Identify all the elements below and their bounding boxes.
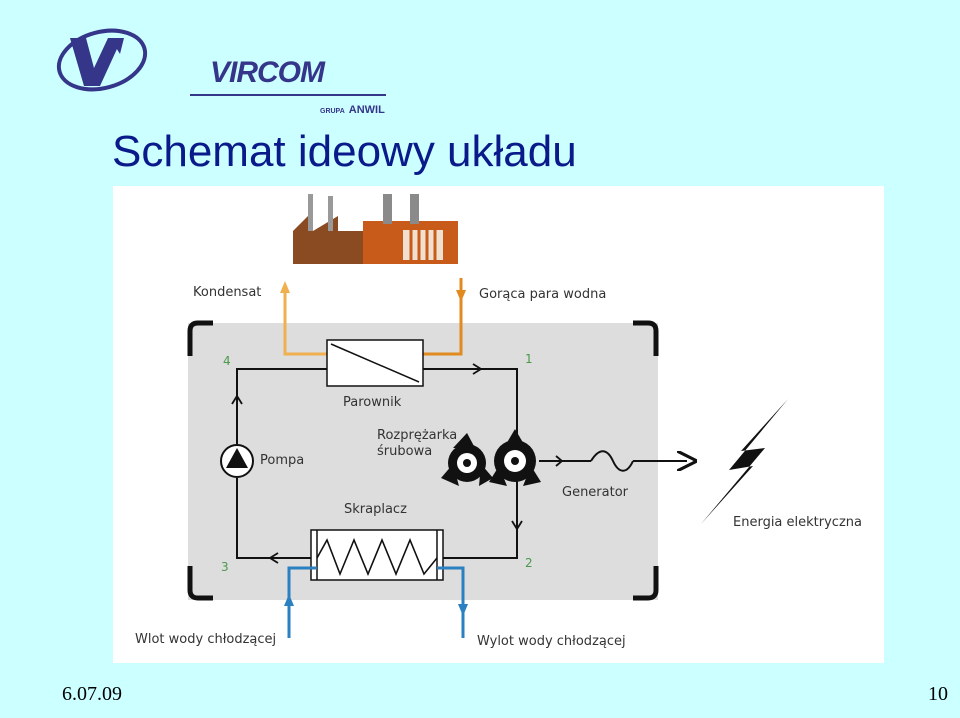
label-rozprezarka-line1: Rozprężarka (377, 428, 458, 443)
point-2: 2 (525, 556, 533, 570)
label-rozprezarka-line2: śrubowa (377, 444, 433, 459)
cooling-inlet-arrow (284, 594, 294, 606)
cooling-inlet-pipe (287, 566, 317, 638)
diagram-graphics (187, 194, 788, 638)
label-parownik: Parownik (343, 395, 402, 410)
label-kondensat: Kondensat (193, 285, 262, 300)
panel-brackets (187, 320, 659, 601)
logo-group-name: ANWIL (348, 104, 385, 116)
steam-arrow (456, 290, 466, 302)
label-skraplacz: Skraplacz (344, 502, 407, 517)
vircom-logo-emblem (56, 28, 148, 92)
page-number: 10 (928, 683, 948, 705)
label-wylot: Wylot wody chłodzącej (477, 634, 626, 649)
condensate-pipe (283, 291, 327, 356)
orc-diagram: Kondensat Gorąca para wodna Parownik Roz… (113, 186, 884, 663)
evaporator (326, 339, 424, 387)
orc-loop (236, 368, 518, 559)
factory-icon (293, 194, 458, 264)
logo-wordmark: VIRCOM (210, 56, 325, 89)
footer-date: 6.07.09 (62, 683, 122, 705)
generator-icon (590, 450, 634, 472)
label-energia: Energia elektryczna (733, 515, 862, 530)
slide-title: Schemat ideowy układu (112, 127, 577, 176)
logo-divider (190, 94, 386, 96)
shaft-arrow (555, 455, 564, 467)
point-1: 1 (525, 352, 533, 366)
label-goraca-para: Gorąca para wodna (479, 287, 607, 302)
condenser (310, 529, 444, 581)
label-generator: Generator (562, 485, 629, 500)
pump-icon (220, 444, 254, 478)
point-3: 3 (221, 560, 229, 574)
flow-arrows (231, 363, 523, 564)
cooling-outlet-arrow (458, 604, 468, 616)
point-4: 4 (223, 354, 231, 368)
steam-pipe (423, 278, 463, 356)
screw-expander-icon (441, 429, 541, 486)
condensate-arrow (280, 281, 290, 293)
label-pompa: Pompa (260, 453, 305, 468)
logo-group-prefix: GRUPA (320, 108, 345, 115)
label-wlot: Wlot wody chłodzącej (135, 632, 277, 647)
lightning-icon (701, 399, 788, 524)
